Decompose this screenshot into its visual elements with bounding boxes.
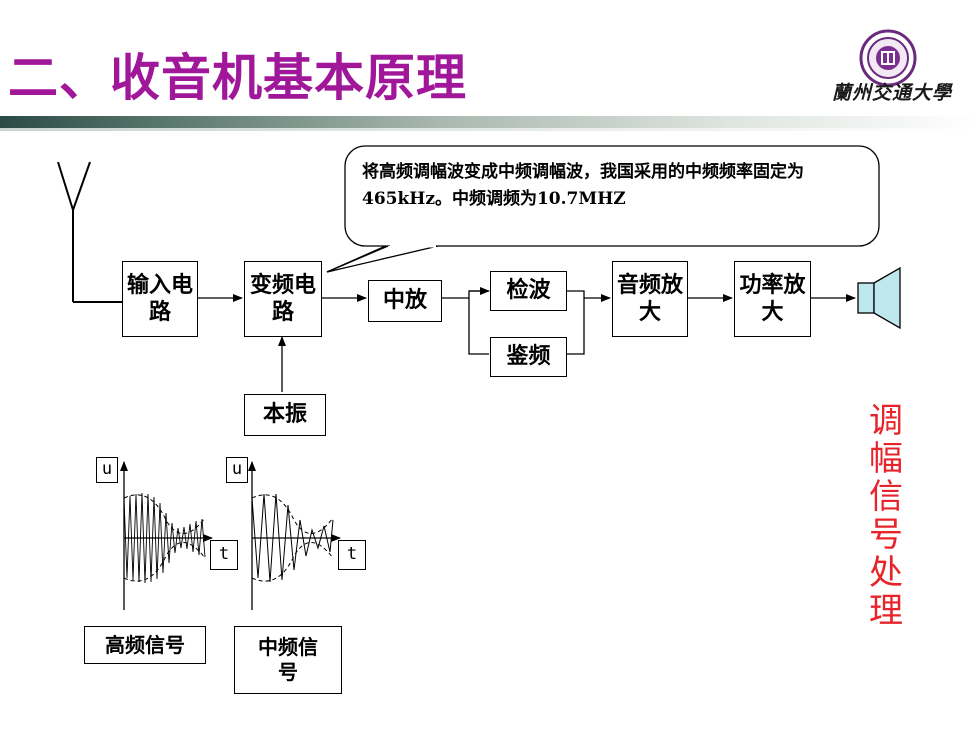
speaker-icon bbox=[857, 266, 901, 330]
block-power-amp: 功率放大 bbox=[734, 261, 811, 337]
rf-signal-label: 高频信号 bbox=[84, 626, 206, 664]
if-axis-u-label: u bbox=[226, 457, 248, 483]
rf-axis-t-label: t bbox=[210, 540, 238, 570]
side-label-am-processing: 调幅信号处理 bbox=[869, 401, 903, 632]
university-name: 蘭州交通大學 bbox=[832, 82, 953, 104]
if-signal-label: 中频信号 bbox=[234, 626, 342, 694]
block-if-amp: 中放 bbox=[368, 280, 442, 322]
callout-text: 将高频调幅波变成中频调幅波，我国采用的中频频率固定为465kHz。中频调频为10… bbox=[362, 162, 804, 210]
rf-axis-u-label: u bbox=[96, 457, 118, 483]
if-waveform bbox=[248, 461, 341, 610]
title-underline-shadow bbox=[0, 128, 980, 131]
block-detector: 检波 bbox=[490, 271, 567, 311]
page-title: 二、收音机基本原理 bbox=[8, 48, 467, 107]
if-axis-t-label: t bbox=[338, 540, 366, 570]
rf-waveform bbox=[120, 461, 213, 610]
block-audio-amp: 音频放大 bbox=[612, 261, 688, 337]
block-local-oscillator: 本振 bbox=[244, 394, 326, 436]
block-mixer: 变频电路 bbox=[244, 261, 322, 337]
block-discriminator: 鉴频 bbox=[490, 337, 567, 377]
antenna-icon bbox=[57, 161, 122, 303]
title-underline-bar bbox=[0, 116, 980, 128]
block-input-circuit: 输入电路 bbox=[122, 261, 198, 337]
